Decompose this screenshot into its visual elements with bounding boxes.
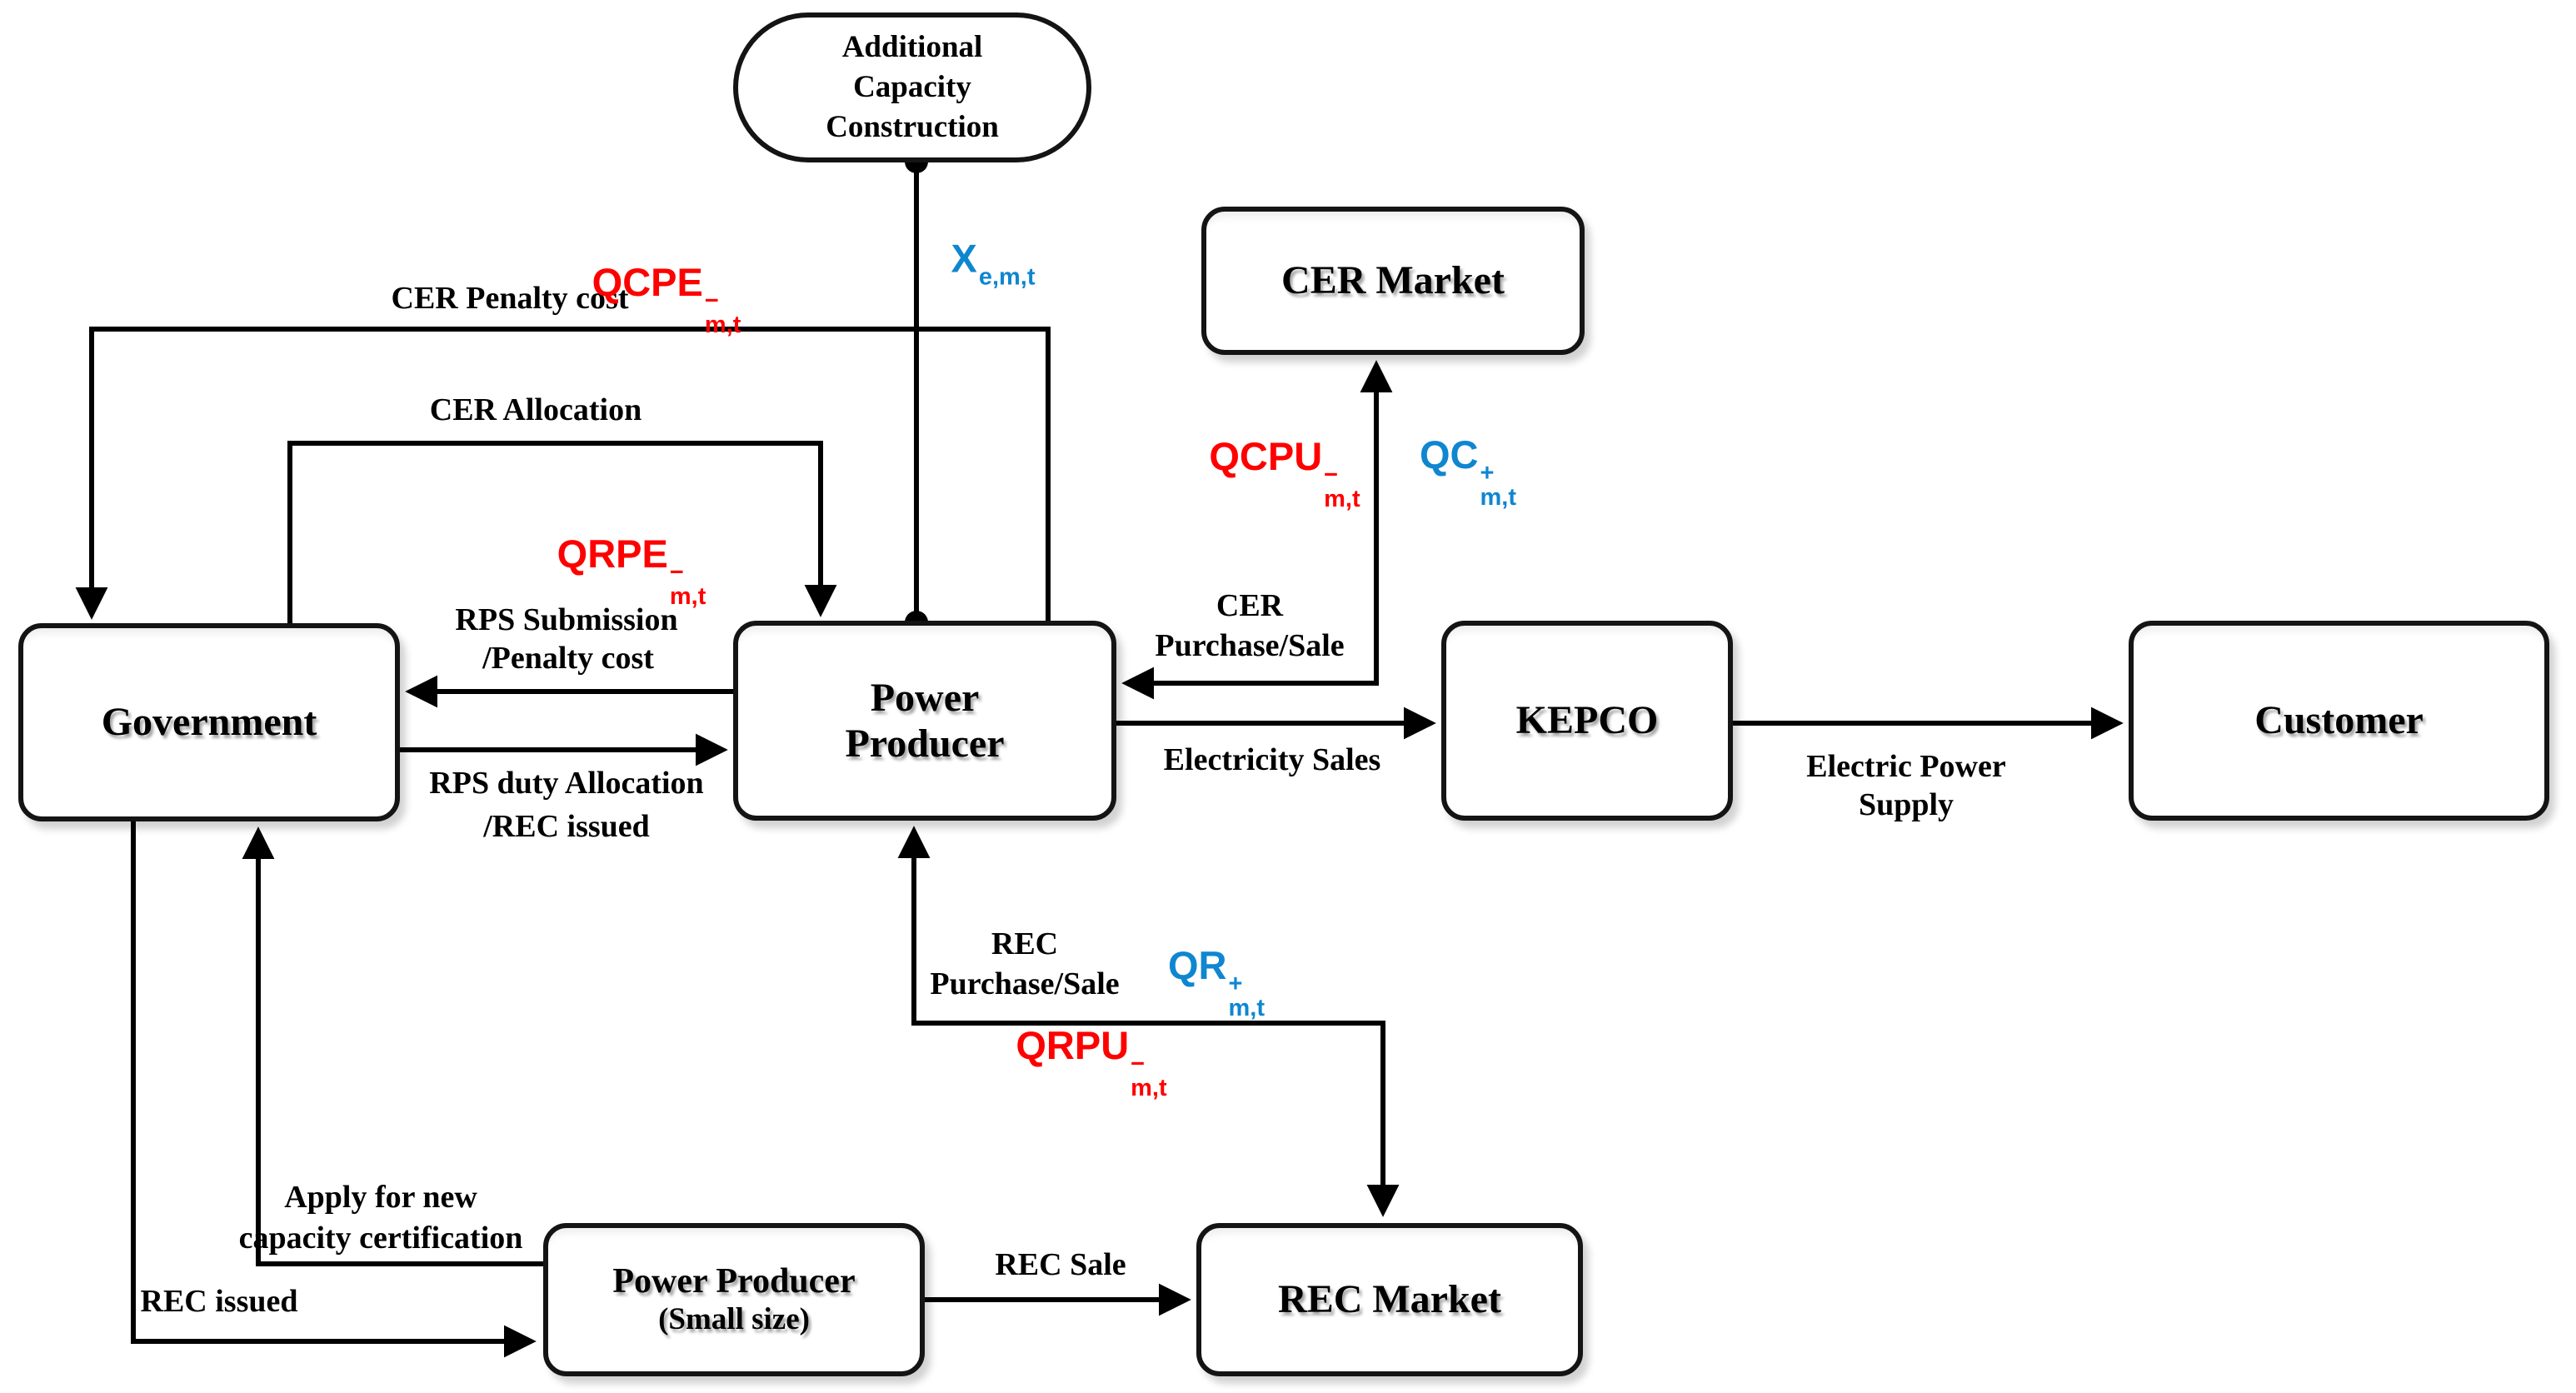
var-sub: m,t [1480, 484, 1517, 511]
node-cer-market: CER Market [1201, 207, 1585, 355]
node-rec-market: REC Market [1196, 1223, 1583, 1376]
var-sub: m,t [1324, 486, 1360, 512]
var-base: QRPU [1016, 1023, 1130, 1067]
node-label: Power Producer [612, 1261, 856, 1301]
label-electric-power-2: Supply [1858, 787, 1954, 822]
label-rec-issued: REC issued [140, 1284, 298, 1319]
label-rps-duty-1: RPS duty Allocation [429, 766, 704, 801]
var-sup: + [1228, 971, 1243, 997]
var-sup: − [704, 287, 719, 314]
node-label: Construction [826, 110, 999, 145]
node-label: Power [870, 675, 980, 720]
label-rps-duty-2: /REC issued [483, 809, 650, 844]
label-electric-power-1: Electric Power [1806, 749, 2006, 784]
edge-cer-trade [1121, 360, 1393, 700]
var-qr: QR+m,t [1168, 942, 1265, 1021]
var-qrpe: QRPE−m,t [557, 531, 706, 609]
label-apply-certification-1: Apply for new [284, 1180, 477, 1215]
var-base: QC [1420, 432, 1479, 477]
node-label: Producer [845, 721, 1005, 766]
label-apply-certification-2: capacity certification [238, 1221, 523, 1256]
node-government: Government [18, 623, 400, 821]
var-base: QRPE [557, 532, 668, 576]
edge-rec-issued [131, 821, 537, 1358]
label-rps-submission-2: /Penalty cost [482, 641, 654, 676]
label-rec-trade-1: REC [991, 926, 1059, 961]
node-label: Capacity [853, 69, 971, 104]
var-base: QR [1168, 943, 1227, 987]
node-kepco: KEPCO [1441, 621, 1733, 821]
node-label: REC Market [1278, 1277, 1501, 1322]
label-cer-trade-1: CER [1216, 588, 1284, 623]
var-base: QCPU [1209, 434, 1323, 478]
label-rec-sale: REC Sale [995, 1247, 1126, 1282]
label-rps-submission-1: RPS Submission [455, 602, 678, 637]
edge-rec-trade [897, 826, 1400, 1217]
label-cer-penalty-cost: CER Penalty cost [391, 281, 629, 316]
var-sub: m,t [1228, 995, 1266, 1021]
edge-apply-certification [242, 826, 543, 1266]
edge-cer-penalty [75, 327, 1051, 621]
edge-cer-allocation [287, 441, 837, 623]
var-qc: QC+m,t [1420, 432, 1516, 510]
node-power-producer-small: Power Producer (Small size) [543, 1223, 925, 1376]
node-label: Additional [841, 29, 983, 64]
node-label: Government [101, 700, 317, 745]
node-power-producer: Power Producer [733, 621, 1116, 821]
var-sup: − [1131, 1051, 1146, 1077]
node-label: KEPCO [1515, 698, 1659, 743]
label-cer-allocation: CER Allocation [429, 392, 642, 427]
node-customer: Customer [2129, 621, 2549, 821]
var-sub: m,t [704, 312, 741, 338]
label-cer-trade-2: Purchase/Sale [1155, 628, 1345, 663]
var-sub: m,t [669, 583, 706, 610]
var-sup: − [669, 559, 684, 586]
label-electricity-sales: Electricity Sales [1163, 742, 1381, 777]
var-sub: e,m,t [978, 263, 1036, 291]
var-qrpu: QRPU−m,t [1016, 1022, 1166, 1101]
var-qcpe: QCPE−m,t [592, 259, 741, 337]
node-label: CER Market [1281, 258, 1505, 303]
node-label: Customer [2254, 698, 2424, 743]
node-sublabel: (Small size) [658, 1301, 810, 1336]
var-qcpu: QCPU−m,t [1209, 433, 1360, 512]
var-sup: + [1480, 460, 1495, 487]
var-base: QCPE [592, 260, 703, 304]
var-sup: − [1324, 462, 1339, 488]
var-sub: m,t [1131, 1075, 1167, 1101]
var-base: X [951, 236, 977, 281]
label-rec-trade-2: Purchase/Sale [930, 966, 1120, 1001]
node-additional-capacity-construction: Additional Capacity Construction [733, 12, 1091, 162]
